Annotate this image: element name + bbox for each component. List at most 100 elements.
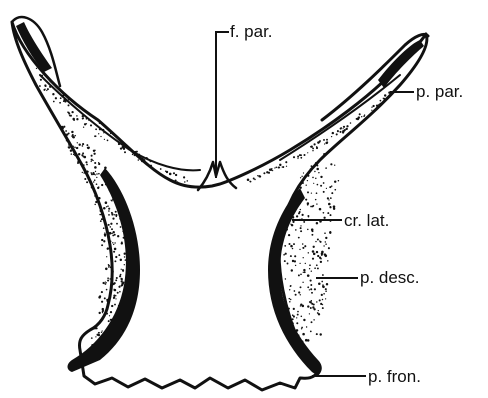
stipple-dot <box>100 136 101 137</box>
stipple-dot <box>173 172 175 174</box>
stipple-dot <box>91 337 93 339</box>
stipple-dot <box>307 286 309 288</box>
stipple-dot <box>330 197 332 199</box>
stipple-dot <box>338 180 339 181</box>
stipple-dot <box>319 333 321 335</box>
stipple-dot <box>254 179 256 181</box>
stipple-dot <box>98 133 99 134</box>
stipple-dot <box>340 128 342 130</box>
stipple-dot <box>279 164 281 166</box>
stipple-dot <box>107 279 109 281</box>
stipple-dot <box>316 333 318 335</box>
stipple-dot <box>113 296 115 298</box>
stipple-dot <box>104 283 106 285</box>
stipple-dot <box>247 178 250 181</box>
stipple-dot <box>284 245 286 247</box>
stipple-dot <box>297 314 299 316</box>
stipple-dot <box>329 206 331 208</box>
stipple-dot <box>94 204 96 206</box>
stipple-dot <box>296 317 297 318</box>
stipple-dot <box>45 85 47 87</box>
stipple-dot <box>77 162 79 164</box>
stipple-dot <box>300 286 302 288</box>
stipple-dot <box>102 312 103 313</box>
stipple-dot <box>114 248 117 251</box>
stipple-dot <box>320 261 322 263</box>
stipple-dot <box>330 214 332 216</box>
stipple-dot <box>101 184 103 186</box>
stipple-dot <box>96 334 98 336</box>
stipple-dot <box>316 251 318 253</box>
stipple-dot <box>104 297 106 299</box>
label-p-desc: p. desc. <box>360 268 420 287</box>
stipple-dot <box>292 221 294 223</box>
stipple-dot <box>114 282 116 284</box>
stipple-dot <box>342 131 344 133</box>
stipple-dot <box>318 282 321 285</box>
stipple-dot <box>336 133 338 135</box>
stipple-dot <box>311 292 313 294</box>
stipple-dot <box>337 130 339 132</box>
stipple-dot <box>94 150 95 151</box>
stipple-dot <box>71 153 72 154</box>
stipple-dot <box>104 232 105 233</box>
stipple-dot <box>307 275 308 276</box>
stipple-dot <box>333 205 336 208</box>
stipple-dot <box>95 336 96 337</box>
stipple-dot <box>106 282 107 283</box>
stipple-dot <box>160 168 162 170</box>
stipple-dot <box>316 222 318 224</box>
stipple-dot <box>115 279 117 281</box>
stipple-dot <box>115 211 117 213</box>
stipple-dot <box>305 199 307 201</box>
stipple-dot <box>183 176 185 178</box>
stipple-dot <box>108 210 110 212</box>
stipple-dot <box>314 143 316 145</box>
stipple-dot <box>108 214 110 216</box>
stipple-dot <box>303 172 304 173</box>
stipple-dot <box>322 299 324 301</box>
stipple-dot <box>326 139 328 141</box>
stipple-left <box>36 68 188 347</box>
stipple-dot <box>104 235 106 237</box>
stipple-dot <box>110 199 111 200</box>
stipple-dot <box>108 224 110 226</box>
stipple-dot <box>119 291 121 293</box>
stipple-dot <box>86 123 87 124</box>
stipple-dot <box>311 270 312 271</box>
stipple-dot <box>308 252 309 253</box>
stipple-dot <box>311 228 314 231</box>
stipple-dot <box>82 152 84 154</box>
stipple-dot <box>325 290 327 292</box>
stipple-dot <box>326 141 328 143</box>
stipple-dot <box>109 315 110 316</box>
stipple-dot <box>317 255 319 257</box>
stipple-dot <box>287 263 289 265</box>
stipple-dot <box>325 237 327 239</box>
stipple-dot <box>325 298 326 299</box>
stipple-dot <box>300 227 302 229</box>
stipple-dot <box>307 152 308 153</box>
stipple-dot <box>93 153 95 155</box>
stipple-dot <box>328 203 331 206</box>
stipple-dot <box>309 313 310 314</box>
stipple-dot <box>323 191 325 193</box>
stipple-dot <box>334 189 336 191</box>
stipple-dot <box>114 242 115 243</box>
stipple-dot <box>288 234 290 236</box>
stipple-dot <box>328 199 329 200</box>
stipple-dot <box>99 312 101 314</box>
stipple-dot <box>91 159 93 161</box>
stipple-dot <box>46 90 47 91</box>
stipple-dot <box>324 143 325 144</box>
stipple-dot <box>78 143 80 145</box>
stipple-dot <box>343 126 345 128</box>
left-wing-tip <box>16 22 52 72</box>
stipple-dot <box>108 264 110 266</box>
stipple-dot <box>314 267 316 269</box>
stipple-dot <box>103 240 105 242</box>
stipple-dot <box>113 251 115 253</box>
stipple-dot <box>307 215 309 217</box>
stipple-dot <box>121 280 123 282</box>
